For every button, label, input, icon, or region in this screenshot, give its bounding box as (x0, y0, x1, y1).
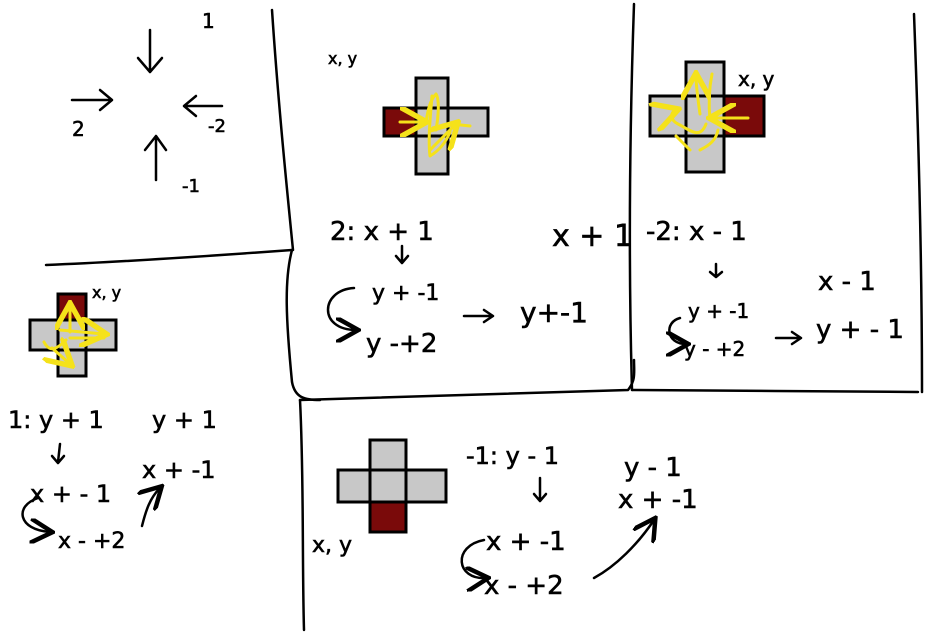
panel-neg2-step-1: y + -1 (688, 299, 749, 323)
divider-center-vertical (628, 2, 636, 392)
grid-cell (28, 318, 60, 352)
panel-1: x, y 1: y + 1 x + - 1 x - +2 y + 1 x + -… (8, 283, 217, 555)
direction-legend: 1 2 -2 -1 (70, 9, 226, 197)
grid-cell (368, 468, 408, 504)
down-arrow-icon (708, 262, 724, 279)
left-arrow-icon (182, 94, 224, 118)
grid-cell (684, 60, 726, 98)
grid-cell-highlight (56, 292, 88, 322)
grid-cell (648, 94, 688, 138)
panel-neg1-origin: x, y (312, 533, 352, 558)
panel-2-left-border (285, 248, 322, 402)
panel-2-result: y+-1 (520, 296, 588, 329)
divider-bottom-vertical (298, 398, 306, 632)
panel-neg1-result-2: x + -1 (618, 485, 698, 515)
legend-right-label: 2 (72, 117, 85, 141)
panel-neg2-bottom-border (630, 388, 920, 394)
panel-1-result-1: y + 1 (152, 406, 217, 434)
divider-left-horizontal (44, 248, 294, 267)
curved-arrow-icon (326, 286, 356, 330)
curved-arrow-icon (142, 488, 160, 528)
down-arrow-icon (50, 442, 66, 465)
curved-arrow-icon (21, 496, 50, 532)
panel-neg2-right-border (912, 12, 924, 394)
panel-neg1: x, y -1: y - 1 x + -1 x - +2 y - 1 x + -… (312, 438, 698, 601)
curved-arrow-icon (592, 520, 654, 580)
legend-down-label: -1 (182, 176, 200, 197)
panel-1-step-2: x - +2 (58, 529, 125, 554)
panel-neg2-step-2: y - +2 (684, 337, 745, 361)
grid-cell (404, 468, 448, 504)
divider-left-vertical (270, 8, 295, 252)
panel-neg2-result-1: x - 1 (818, 267, 876, 297)
panel-1-result-2: x + -1 (142, 456, 216, 484)
panel-1-rule: 1: y + 1 (8, 406, 104, 434)
cross-grid (336, 438, 448, 534)
up-arrow-icon (143, 134, 168, 182)
grid-cell (684, 134, 726, 174)
down-arrow-icon (532, 476, 548, 503)
panel-neg1-rule: -1: y - 1 (466, 442, 559, 470)
move-path (672, 74, 750, 152)
panel-2-step-1: y + -1 (372, 281, 439, 306)
grid-cell-highlight (368, 500, 408, 534)
grid-cell (368, 438, 408, 472)
right-arrow-icon (774, 330, 803, 346)
right-arrow-icon (70, 88, 114, 112)
curved-arrow-icon (460, 538, 486, 578)
panel-neg1-step-2: x - +2 (484, 571, 564, 601)
grid-cell-highlight (722, 94, 766, 138)
down-arrow-icon (394, 244, 410, 265)
panel-2-bottom-border (298, 358, 636, 402)
panel-neg1-step-1: x + -1 (486, 527, 566, 557)
grid-cell (56, 348, 88, 378)
panel-neg2: x, y -2: x - 1 y + -1 y - +2 x - 1 y + -… (646, 60, 904, 361)
panel-2-step-2: y -+2 (366, 329, 437, 359)
grid-cell (336, 468, 372, 504)
panel-2-side-note: x + 1 (552, 219, 633, 254)
panel-borders (44, 2, 924, 632)
down-arrow-icon (136, 28, 164, 74)
legend-left-label: -2 (208, 116, 226, 137)
move-path (398, 92, 472, 158)
panel-1-origin: x, y (92, 283, 121, 302)
right-arrow-icon (462, 308, 495, 324)
panel-2: x, y 2: x + 1 y + -1 y -+2 y+-1 x + 1 (326, 49, 633, 359)
panel-2-rule: 2: x + 1 (330, 217, 434, 247)
curved-arrow-icon (669, 316, 686, 344)
grid-cell (446, 106, 490, 138)
panel-2-origin: x, y (328, 49, 357, 68)
panel-neg2-result-2: y + - 1 (816, 315, 904, 345)
panel-neg1-result-1: y - 1 (624, 453, 682, 483)
panel-neg2-rule: -2: x - 1 (646, 217, 747, 247)
legend-up-label: 1 (202, 9, 215, 33)
panel-neg2-origin: x, y (738, 67, 775, 91)
move-path (44, 306, 104, 364)
panel-1-step-1: x + - 1 (30, 480, 111, 508)
